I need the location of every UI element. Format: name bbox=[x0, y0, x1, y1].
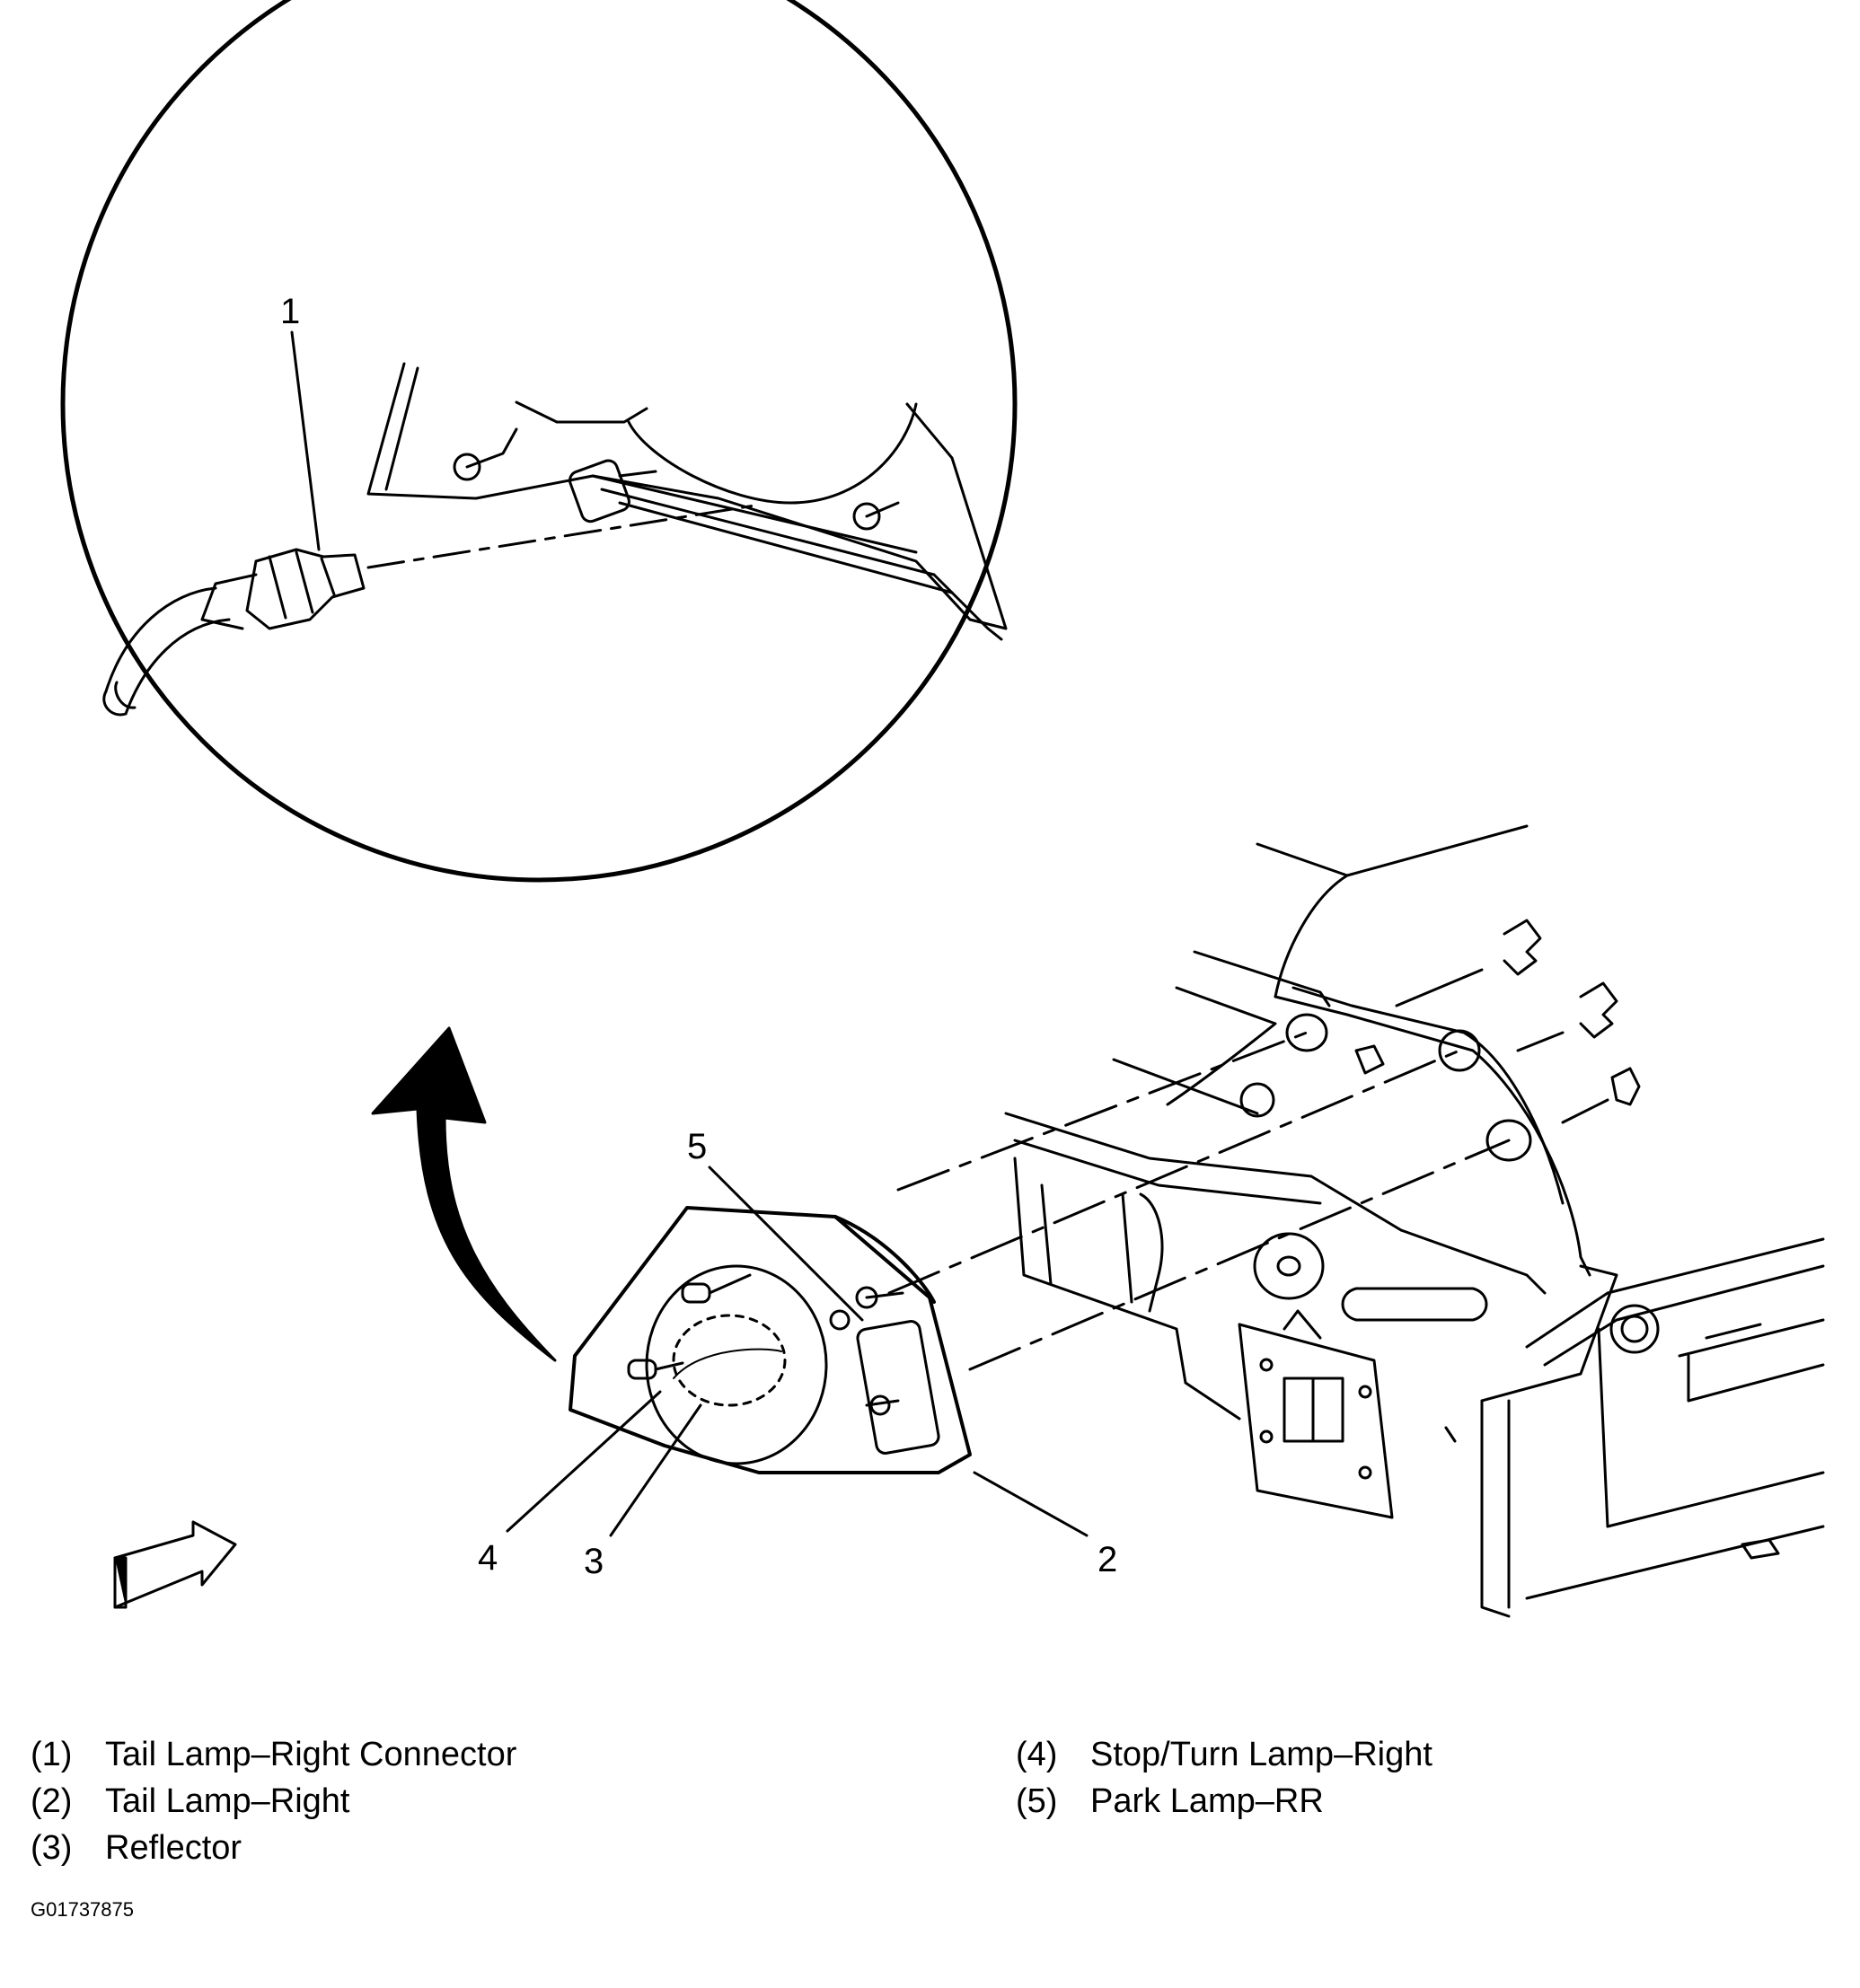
legend-text: Tail Lamp–Right bbox=[105, 1782, 350, 1820]
figure-id: G01737875 bbox=[31, 1898, 134, 1921]
legend-item-5: (5) Park Lamp–RR bbox=[1016, 1778, 1432, 1825]
callout-3: 3 bbox=[584, 1542, 604, 1581]
curved-arrow bbox=[371, 1026, 557, 1362]
leader-5 bbox=[708, 1166, 864, 1322]
detail-connector bbox=[102, 504, 756, 717]
vehicle-rear-body bbox=[1004, 824, 1825, 1618]
legend-left-column: (1) Tail Lamp–Right Connector (2) Tail L… bbox=[31, 1731, 516, 1871]
alignment-lines bbox=[887, 1031, 1511, 1371]
legend-text: Stop/Turn Lamp–Right bbox=[1090, 1736, 1432, 1773]
fasteners bbox=[1354, 919, 1641, 1124]
leader-3 bbox=[609, 1403, 702, 1537]
tail-lamp-assembly bbox=[569, 1206, 972, 1474]
legend-number: (2) bbox=[31, 1782, 73, 1820]
legend-item-3: (3) Reflector bbox=[31, 1825, 516, 1871]
callout-5: 5 bbox=[687, 1127, 707, 1166]
legend-number: (1) bbox=[31, 1736, 73, 1773]
legend-item-4: (4) Stop/Turn Lamp–Right bbox=[1016, 1731, 1432, 1778]
detail-circle bbox=[60, 0, 1018, 883]
legend-number: (5) bbox=[1016, 1782, 1058, 1820]
legend-item-2: (2) Tail Lamp–Right bbox=[31, 1778, 516, 1825]
leader-2 bbox=[973, 1471, 1089, 1537]
legend-item-1: (1) Tail Lamp–Right Connector bbox=[31, 1731, 516, 1778]
legend-text: Tail Lamp–Right Connector bbox=[105, 1736, 517, 1773]
leader-1 bbox=[290, 330, 321, 551]
callout-4: 4 bbox=[478, 1538, 498, 1578]
leader-lines bbox=[290, 330, 1089, 1537]
view-direction-arrow bbox=[113, 1520, 237, 1609]
legend-number: (3) bbox=[31, 1829, 73, 1867]
callout-2: 2 bbox=[1097, 1540, 1117, 1579]
legend-text: Park Lamp–RR bbox=[1090, 1782, 1324, 1820]
detail-lamp-housing bbox=[366, 362, 1008, 641]
legend-text: Reflector bbox=[105, 1829, 242, 1867]
legend-number: (4) bbox=[1016, 1736, 1058, 1773]
callout-1: 1 bbox=[280, 292, 300, 331]
legend-right-column: (4) Stop/Turn Lamp–Right (5) Park Lamp–R… bbox=[1016, 1731, 1432, 1825]
exploded-view-diagram: 1 5 4 3 2 bbox=[60, 0, 1825, 1618]
leader-4 bbox=[506, 1390, 662, 1533]
